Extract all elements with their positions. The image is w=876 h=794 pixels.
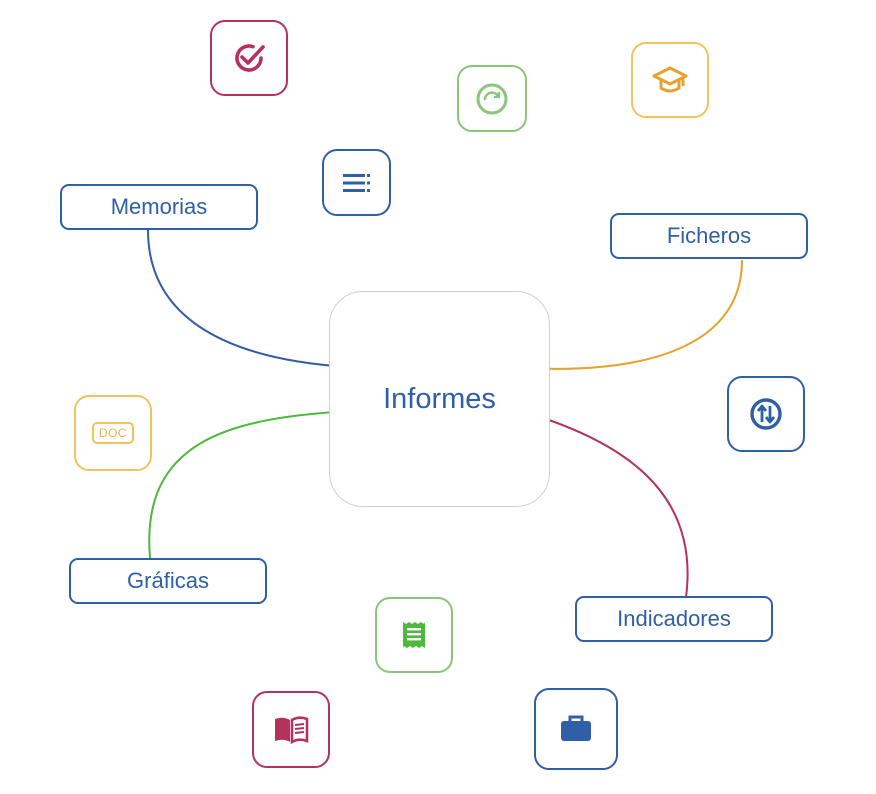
graduation-cap-icon (652, 66, 688, 93)
tile-briefcase[interactable] (534, 688, 618, 770)
node-ficheros-label: Ficheros (666, 223, 752, 248)
sync-arrows-icon (750, 398, 782, 430)
node-graficas[interactable]: Gráficas (69, 558, 267, 604)
tile-doc[interactable]: DOC (74, 395, 152, 471)
tile-book[interactable] (252, 691, 330, 768)
receipt-icon (403, 622, 425, 648)
node-memorias-label: Memorias (110, 194, 208, 219)
hub-label: Informes (383, 382, 496, 415)
tile-check[interactable] (210, 20, 288, 96)
connector-graficas (148, 406, 352, 559)
tile-list[interactable] (322, 149, 391, 216)
tile-graduation[interactable] (631, 42, 709, 118)
refresh-circle-icon (476, 83, 508, 114)
node-memorias[interactable]: Memorias (60, 184, 258, 230)
doc-file-icon: DOC (91, 422, 135, 444)
briefcase-icon (561, 715, 591, 741)
connector-indicadores (519, 407, 689, 598)
node-indicadores[interactable]: Indicadores (575, 596, 773, 642)
hub-informes[interactable]: Informes (329, 291, 550, 507)
node-indicadores-label: Indicadores (617, 606, 731, 631)
connector-ficheros (519, 259, 743, 374)
node-graficas-label: Gráficas (127, 568, 209, 593)
tile-receipt[interactable] (375, 597, 453, 673)
tile-refresh[interactable] (457, 65, 527, 132)
list-icon (342, 173, 370, 192)
node-ficheros[interactable]: Ficheros (610, 213, 808, 259)
check-circle-icon (235, 44, 265, 72)
doc-file-label: DOC (98, 426, 128, 440)
connector-memorias (147, 229, 352, 372)
tile-sync[interactable] (727, 376, 805, 452)
open-book-icon (275, 715, 309, 744)
